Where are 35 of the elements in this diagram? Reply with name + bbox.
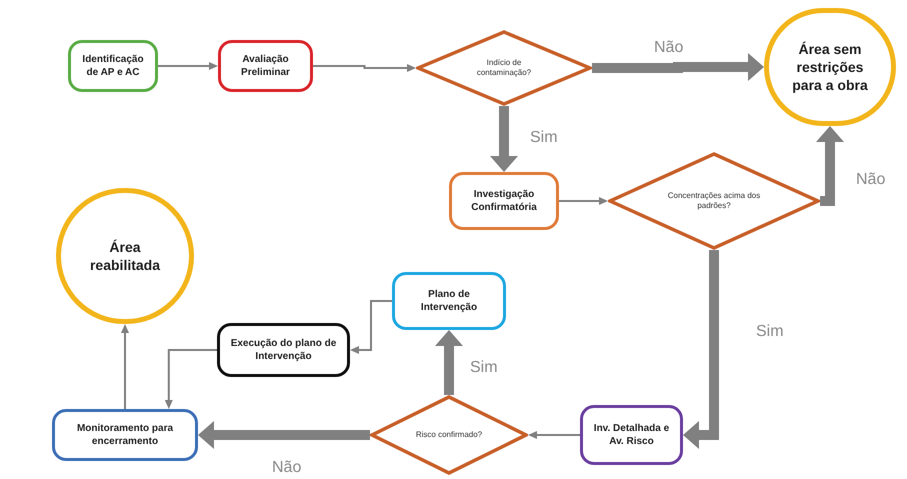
arrow bbox=[164, 349, 217, 409]
process-box bbox=[68, 40, 158, 92]
process-box bbox=[580, 405, 683, 465]
arrow bbox=[313, 64, 416, 72]
node-label: Área reabilitada bbox=[88, 238, 162, 274]
node-label: Identificação de AP e AC bbox=[81, 52, 145, 80]
arrow bbox=[592, 53, 764, 81]
arrow bbox=[435, 330, 463, 395]
arrow bbox=[121, 324, 129, 409]
arrow bbox=[158, 62, 218, 70]
node-label: Monitoramento para encerramento bbox=[76, 422, 174, 448]
node-label: Investigação Confirmatória bbox=[470, 188, 538, 214]
decision-diamond bbox=[370, 395, 528, 475]
node-label: Concentrações acima dos padrões? bbox=[666, 190, 762, 212]
arrow bbox=[816, 126, 844, 206]
process-box bbox=[217, 323, 350, 377]
decision-diamond bbox=[416, 30, 592, 106]
process-box bbox=[392, 272, 506, 330]
arrow bbox=[198, 421, 370, 449]
node-label: Risco confirmado? bbox=[414, 430, 484, 440]
process-box bbox=[218, 40, 313, 92]
arrow bbox=[350, 300, 392, 354]
node-label: Avaliação Preliminar bbox=[240, 52, 291, 80]
node-label: Execução do plano de Intervenção bbox=[230, 336, 338, 364]
process-box bbox=[52, 409, 198, 461]
node-label: Área sem restrições para a obra bbox=[791, 40, 869, 94]
decision-diamond bbox=[608, 152, 820, 250]
node-label: Inv. Detalhada e Av. Risco bbox=[592, 422, 670, 448]
arrow bbox=[528, 431, 580, 439]
arrow bbox=[559, 197, 608, 205]
arrow bbox=[490, 106, 518, 172]
arrow bbox=[683, 250, 719, 449]
node-label: Plano de Intervenção bbox=[420, 288, 478, 314]
node-label: Indício de contaminação? bbox=[476, 58, 532, 78]
process-box bbox=[449, 172, 559, 230]
